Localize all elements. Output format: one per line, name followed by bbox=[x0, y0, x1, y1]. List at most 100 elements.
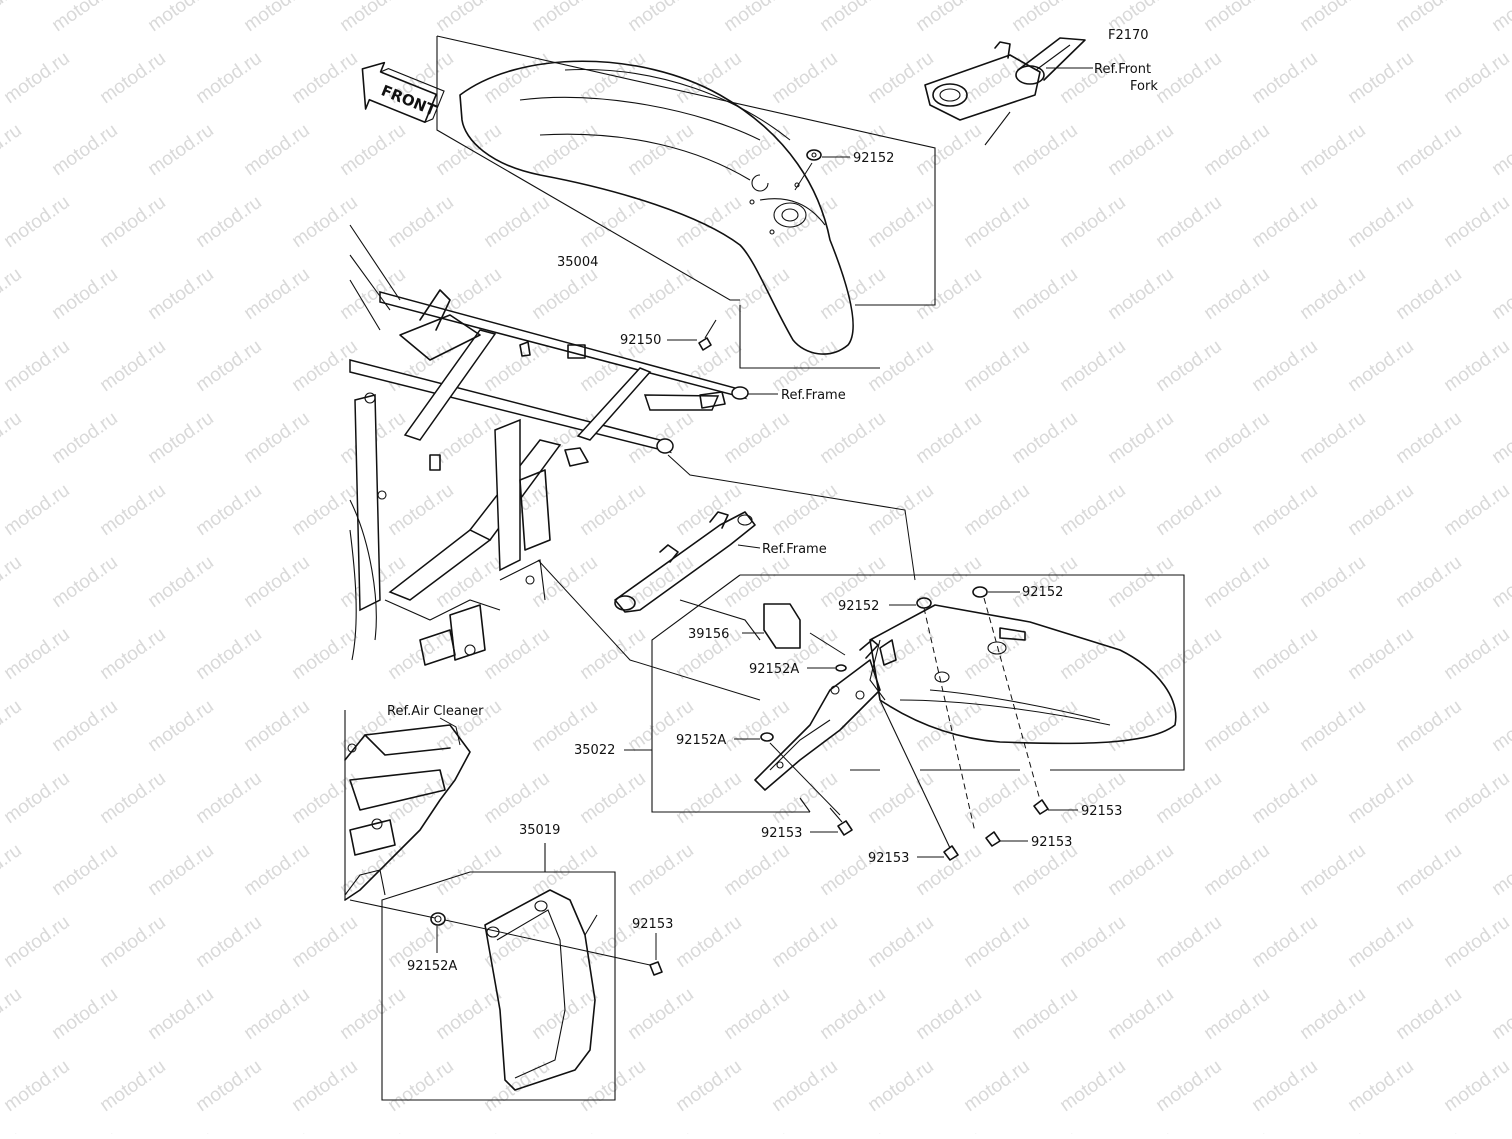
watermark: motod.ru bbox=[1056, 1056, 1129, 1116]
watermark: motod.ru bbox=[1392, 1128, 1465, 1134]
watermark: motod.ru bbox=[960, 336, 1033, 396]
watermark: motod.ru bbox=[144, 0, 217, 36]
watermark: motod.ru bbox=[1296, 1128, 1369, 1134]
watermark: motod.ru bbox=[1056, 912, 1129, 972]
frame bbox=[349, 224, 916, 701]
watermark: motod.ru bbox=[288, 624, 361, 684]
watermark: motod.ru bbox=[864, 192, 937, 252]
watermark: motod.ru bbox=[1056, 480, 1129, 540]
watermark: motod.ru bbox=[336, 984, 409, 1044]
label-92152-front: 92152 bbox=[853, 151, 894, 166]
watermark: motod.ru bbox=[1248, 768, 1321, 828]
watermark: motod.ru bbox=[288, 912, 361, 972]
bolt-92150 bbox=[667, 319, 717, 351]
watermark: motod.ru bbox=[144, 1128, 217, 1134]
watermark: motod.ru bbox=[288, 48, 361, 108]
watermark: motod.ru bbox=[672, 480, 745, 540]
watermark: motod.ru bbox=[1008, 984, 1081, 1044]
watermark: motod.ru bbox=[1392, 408, 1465, 468]
label-92153-flap: 92153 bbox=[632, 917, 673, 932]
watermark: motod.ru bbox=[672, 768, 745, 828]
watermark: motod.ru bbox=[720, 120, 793, 180]
watermark: motod.ru bbox=[144, 552, 217, 612]
watermark: motod.ru bbox=[96, 480, 169, 540]
watermark: motod.ru bbox=[1200, 984, 1273, 1044]
watermark: motod.ru bbox=[816, 408, 889, 468]
watermark: motod.ru bbox=[144, 984, 217, 1044]
watermark: motod.ru bbox=[576, 1056, 649, 1116]
label-39156: 39156 bbox=[688, 627, 729, 642]
watermark: motod.ru bbox=[816, 840, 889, 900]
watermark: motod.ru bbox=[576, 48, 649, 108]
watermark: motod.ru bbox=[0, 768, 73, 828]
watermark: motod.ru bbox=[1440, 480, 1512, 540]
watermark: motod.ru bbox=[624, 1128, 697, 1134]
watermark: motod.ru bbox=[1296, 264, 1369, 324]
watermark: motod.ru bbox=[1248, 1056, 1321, 1116]
watermark: motod.ru bbox=[960, 768, 1033, 828]
label-ref-frame-lower: Ref.Frame bbox=[762, 542, 827, 557]
watermark: motod.ru bbox=[1200, 264, 1273, 324]
watermark: motod.ru bbox=[1488, 840, 1512, 900]
watermark: motod.ru bbox=[1296, 840, 1369, 900]
watermark: motod.ru bbox=[432, 840, 505, 900]
watermark: motod.ru bbox=[624, 264, 697, 324]
air-cleaner bbox=[344, 710, 471, 919]
watermark: motod.ru bbox=[48, 408, 121, 468]
watermark: motod.ru bbox=[1440, 336, 1512, 396]
watermark: motod.ru bbox=[1152, 48, 1225, 108]
watermark: motod.ru bbox=[1104, 408, 1177, 468]
watermark: motod.ru bbox=[1152, 912, 1225, 972]
watermark: motod.ru bbox=[0, 1128, 26, 1134]
front-fender-box bbox=[436, 35, 936, 306]
watermark: motod.ru bbox=[1248, 480, 1321, 540]
watermark: motod.ru bbox=[144, 840, 217, 900]
flap bbox=[484, 889, 596, 1091]
watermark: motod.ru bbox=[48, 0, 121, 36]
watermark: motod.ru bbox=[1248, 912, 1321, 972]
bolt-92153-2 bbox=[879, 699, 959, 861]
watermark: motod.ru bbox=[192, 912, 265, 972]
grommet-a-flap bbox=[430, 912, 651, 966]
watermark: motod.ru bbox=[1152, 336, 1225, 396]
watermark: motod.ru bbox=[384, 768, 457, 828]
watermark: motod.ru bbox=[1152, 480, 1225, 540]
watermark: motod.ru bbox=[720, 264, 793, 324]
watermark: motod.ru bbox=[384, 480, 457, 540]
watermark: motod.ru bbox=[0, 984, 26, 1044]
watermark: motod.ru bbox=[1200, 1128, 1273, 1134]
watermark: motod.ru bbox=[528, 264, 601, 324]
label-92153-1: 92153 bbox=[761, 826, 802, 841]
watermark: motod.ru bbox=[192, 1056, 265, 1116]
label-92152A-flap: 92152A bbox=[407, 959, 457, 974]
watermark: motod.ru bbox=[384, 192, 457, 252]
watermark: motod.ru bbox=[864, 912, 937, 972]
watermark: motod.ru bbox=[0, 624, 73, 684]
watermark: motod.ru bbox=[0, 336, 73, 396]
watermark: motod.ru bbox=[384, 1056, 457, 1116]
label-92153-4: 92153 bbox=[1081, 804, 1122, 819]
watermark: motod.ru bbox=[912, 984, 985, 1044]
watermark: motod.ru bbox=[192, 336, 265, 396]
watermark: motod.ru bbox=[528, 120, 601, 180]
watermark: motod.ru bbox=[816, 696, 889, 756]
watermark: motod.ru bbox=[576, 480, 649, 540]
watermark: motod.ru bbox=[144, 408, 217, 468]
watermark: motod.ru bbox=[528, 840, 601, 900]
watermark: motod.ru bbox=[144, 696, 217, 756]
watermark: motod.ru bbox=[768, 480, 841, 540]
watermark: motod.ru bbox=[0, 480, 73, 540]
watermark: motod.ru bbox=[1200, 840, 1273, 900]
watermark: motod.ru bbox=[1488, 552, 1512, 612]
watermark: motod.ru bbox=[1392, 264, 1465, 324]
watermark: motod.ru bbox=[1200, 120, 1273, 180]
watermark: motod.ru bbox=[0, 0, 26, 36]
watermark: motod.ru bbox=[96, 624, 169, 684]
bolt-92153-1 bbox=[810, 807, 853, 836]
watermark: motod.ru bbox=[0, 840, 26, 900]
watermark: motod.ru bbox=[240, 984, 313, 1044]
watermark: motod.ru bbox=[624, 120, 697, 180]
label-92152-rear-left: 92152 bbox=[838, 599, 879, 614]
watermark: motod.ru bbox=[48, 552, 121, 612]
watermark: motod.ru bbox=[192, 624, 265, 684]
